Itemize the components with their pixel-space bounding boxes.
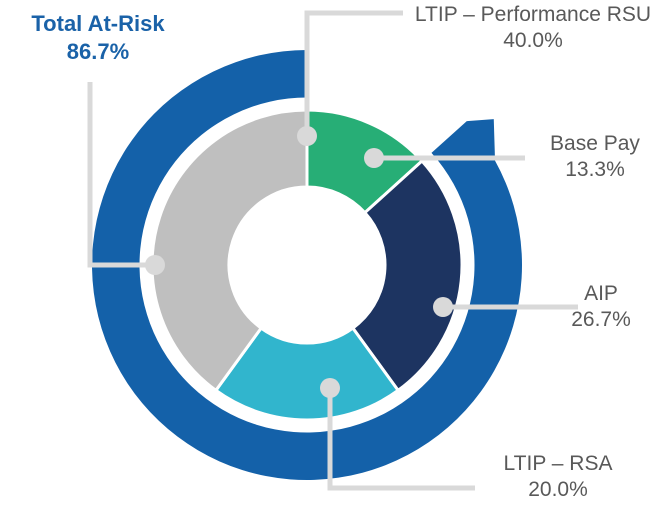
outer-ring-pointer [466,119,496,161]
callout-ltip-performance-rsu-value: 40.0% [503,29,563,52]
callout-base-pay-value: 13.3% [565,158,625,181]
leader-dot-ltip-rsa [320,378,340,398]
leader-line-total-at-risk [87,82,155,268]
callout-ltip-performance-rsu-name: LTIP – Performance RSU [414,3,652,26]
segment-ltip-performance-rsu-slice [150,108,309,393]
callout-total-at-risk: Total At-Risk 86.7% [8,10,188,66]
leader-dot-total-at-risk [145,255,165,275]
segment-aip[interactable] [350,158,464,393]
outer-ring-total-at-risk[interactable] [92,49,523,480]
segment-aip-slice [350,158,464,393]
callout-aip: AIP 26.7% [540,281,662,333]
leader-line-ltip-rsa [327,388,475,491]
segment-ltip-performance-rsu[interactable] [150,108,309,393]
callout-ltip-rsa: LTIP – RSA 20.0% [454,451,662,503]
callout-total-at-risk-name: Total At-Risk [31,11,165,36]
callout-base-pay-name: Base Pay [550,132,640,155]
leader-lines [87,10,578,491]
leader-dot-ltip-performance-rsu [297,126,317,146]
callout-aip-name: AIP [584,282,618,305]
callout-total-at-risk-value: 86.7% [66,39,130,64]
callout-ltip-performance-rsu: LTIP – Performance RSU 40.0% [404,2,662,54]
leader-line-ltip-performance-rsu [304,10,403,136]
callout-ltip-rsa-name: LTIP – RSA [503,452,613,475]
segment-ltip-rsa[interactable] [213,326,401,422]
callout-aip-value: 26.7% [571,308,631,331]
leader-dots [145,126,453,398]
callout-base-pay: Base Pay 13.3% [528,131,662,183]
segment-ltip-rsa-slice [213,326,401,422]
callout-ltip-rsa-value: 20.0% [528,478,588,501]
leader-dot-aip [433,297,453,317]
leader-dot-base-pay [364,148,384,168]
